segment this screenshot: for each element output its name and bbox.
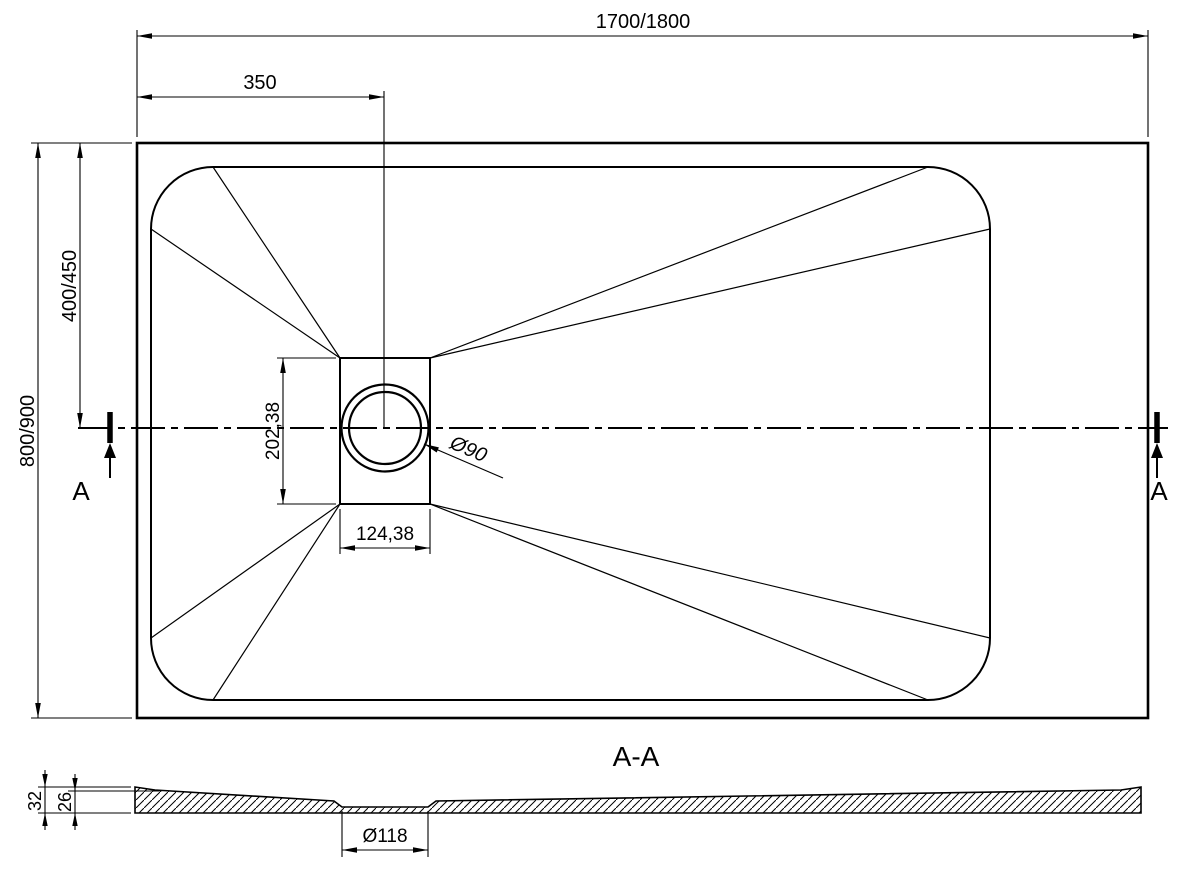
slope-line: [150, 503, 341, 639]
section-title: A-A: [613, 741, 660, 772]
dim-text-overall-depth: 800/900: [17, 395, 39, 467]
dim-text-drain-offset: 350: [243, 72, 276, 94]
section-mark-left: A: [72, 412, 116, 506]
arrowhead-up-icon: [42, 813, 48, 826]
section-view: A-A 32 26 Ø118: [25, 741, 1142, 857]
section-mark-right: A: [1150, 412, 1168, 506]
section-label-right: A: [1150, 476, 1168, 506]
dim-inner-depth: 26: [55, 774, 160, 830]
drain-recess-rect: [339, 357, 431, 505]
section-label-left: A: [72, 476, 90, 506]
dim-text-recess-width: 124,38: [356, 524, 414, 545]
dim-text-overall-width: 1700/1800: [596, 11, 691, 33]
arrowhead-up-icon: [72, 813, 78, 826]
slope-line: [212, 503, 341, 701]
tray-outer-edge: [135, 141, 1150, 720]
dim-recess-height: 202,38: [263, 357, 336, 505]
leader-line: [423, 443, 504, 479]
slope-line: [429, 228, 991, 359]
slope-line: [429, 503, 991, 639]
dim-text-drain-hole: Ø118: [362, 826, 407, 847]
dim-text-recess-height: 202,38: [263, 402, 284, 460]
slope-lines: [150, 166, 991, 701]
dim-total-thickness: 32: [25, 770, 131, 830]
dim-center-offset: 400/450: [59, 143, 83, 428]
top-view: A A 1700/1800 350 800/900: [17, 11, 1168, 720]
dim-text-total-thickness: 32: [25, 791, 45, 811]
dim-overall-depth: 800/900: [17, 142, 132, 719]
dim-text-center-offset: 400/450: [59, 250, 81, 322]
leader-drain-diameter: Ø90: [423, 432, 504, 479]
dim-drain-offset: 350: [137, 72, 385, 428]
section-arrow-up-icon: [1151, 443, 1163, 458]
tray-basin-edge: [150, 166, 991, 701]
slope-line: [212, 166, 341, 359]
slope-line: [429, 503, 929, 701]
dim-text-inner-depth: 26: [55, 792, 75, 812]
dim-overall-width: 1700/1800: [136, 11, 1149, 137]
arrowhead-down-icon: [42, 774, 48, 787]
dim-drain-hole: Ø118: [341, 811, 429, 857]
section-profile: [134, 786, 1142, 814]
slope-line: [429, 166, 929, 359]
arrowhead-down-icon: [72, 778, 78, 791]
section-arrow-up-icon: [104, 443, 116, 458]
slope-line: [150, 228, 341, 359]
dim-text-drain-diameter: Ø90: [446, 432, 490, 467]
dim-recess-width: 124,38: [339, 509, 431, 554]
